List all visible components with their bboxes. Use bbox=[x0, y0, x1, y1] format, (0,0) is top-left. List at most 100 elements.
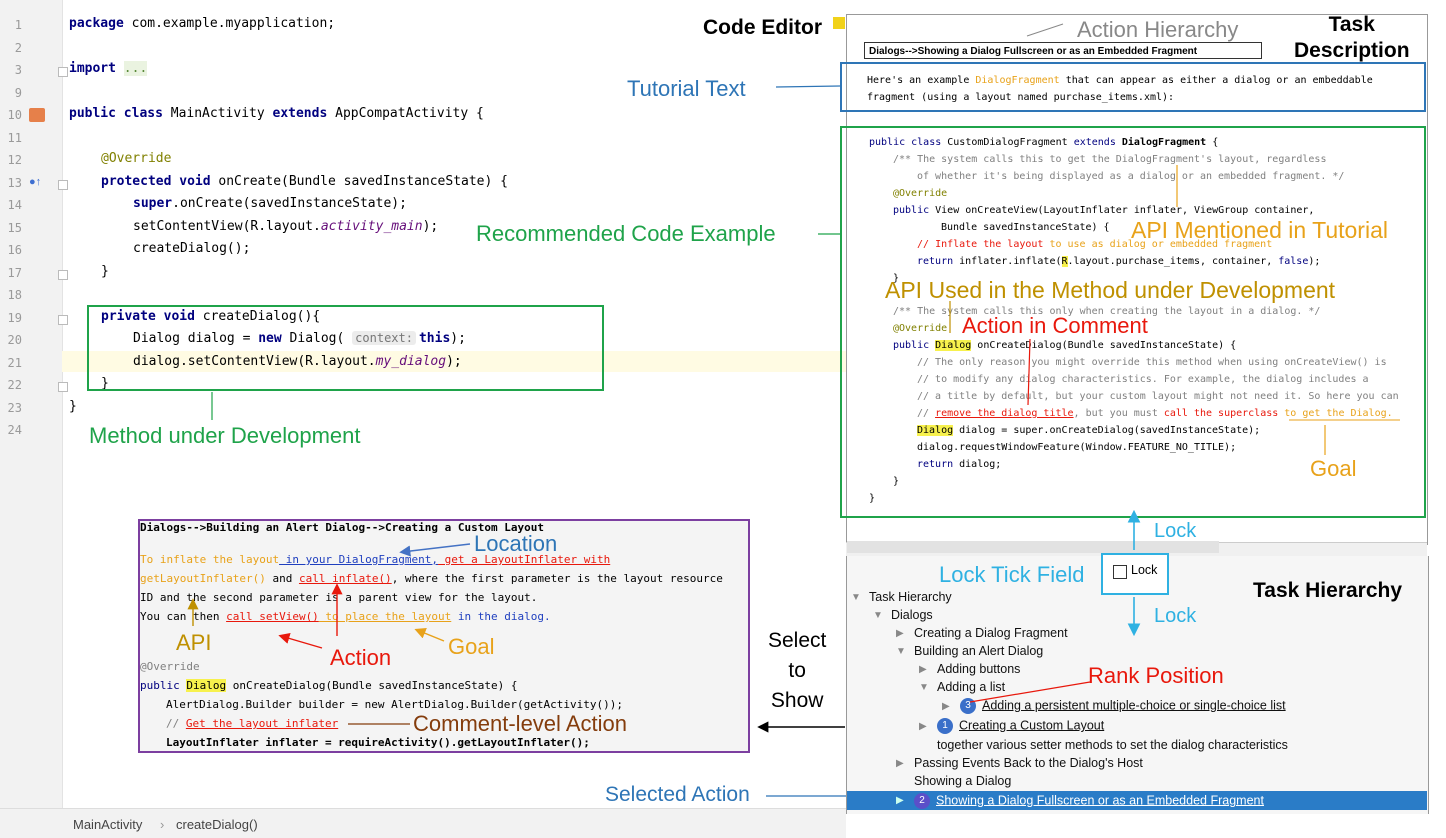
expand-arrow-icon[interactable]: ▶ bbox=[896, 628, 904, 639]
label-recommended-code: Recommended Code Example bbox=[476, 221, 776, 246]
tree-item[interactable]: together various setter methods to set t… bbox=[937, 738, 1288, 752]
fold-marker[interactable] bbox=[58, 180, 68, 190]
code-line[interactable]: super.onCreate(savedInstanceState); bbox=[133, 196, 407, 211]
label-task-hierarchy: Task Hierarchy bbox=[1253, 579, 1403, 602]
action-hierarchy-path: Dialogs-->Showing a Dialog Fullscreen or… bbox=[864, 42, 1262, 59]
line-number: 18 bbox=[7, 288, 22, 302]
label-goal: Goal bbox=[448, 634, 495, 659]
code-line[interactable]: @Override bbox=[101, 151, 172, 166]
tree-item[interactable]: Task Hierarchy bbox=[869, 590, 952, 604]
rec-code-line: return dialog; bbox=[917, 459, 1002, 470]
label-method-under-dev: Method under Development bbox=[89, 423, 361, 448]
code-line[interactable]: setContentView(R.layout.activity_main); bbox=[133, 219, 439, 234]
code-line[interactable]: dialog.setContentView(R.layout.my_dialog… bbox=[133, 354, 462, 369]
expand-arrow-icon[interactable]: ▶ bbox=[919, 721, 927, 732]
line-number: 12 bbox=[7, 153, 22, 167]
label-rank-position: Rank Position bbox=[1088, 663, 1224, 688]
line-number: 24 bbox=[7, 423, 22, 437]
line-number: 20 bbox=[7, 333, 22, 347]
breadcrumb-method[interactable]: createDialog() bbox=[176, 817, 258, 832]
code-line[interactable]: } bbox=[101, 376, 109, 391]
label-lock-tick-field: Lock Tick Field bbox=[939, 562, 1085, 587]
rank-badge: 1 bbox=[937, 718, 953, 734]
expand-arrow-icon[interactable]: ▶ bbox=[896, 795, 904, 806]
collapse-arrow-icon[interactable]: ▼ bbox=[919, 682, 929, 693]
popup-code-line: LayoutInflater inflater = requireActivit… bbox=[166, 736, 590, 749]
line-number: 3 bbox=[14, 63, 22, 77]
popup-text-line: ID and the second parameter is a parent … bbox=[140, 591, 538, 604]
selected-task-popup bbox=[138, 519, 750, 753]
popup-code-line: // Get the layout inflater bbox=[166, 717, 339, 730]
label-api-mentioned: API Mentioned in Tutorial bbox=[1131, 217, 1388, 243]
breadcrumb-class[interactable]: MainActivity bbox=[73, 817, 143, 832]
code-line[interactable]: private void createDialog(){ bbox=[101, 309, 321, 324]
editor-gutter bbox=[0, 0, 63, 808]
class-run-icon[interactable] bbox=[29, 108, 45, 122]
code-line[interactable]: createDialog(); bbox=[133, 241, 251, 256]
code-line[interactable]: } bbox=[101, 264, 109, 279]
collapse-arrow-icon[interactable]: ▼ bbox=[873, 610, 883, 621]
selected-tree-row[interactable] bbox=[847, 791, 1427, 810]
tutorial-api: DialogFragment bbox=[975, 75, 1060, 86]
fold-marker[interactable] bbox=[58, 67, 68, 77]
rec-code-line: /** The system calls this to get the Dia… bbox=[893, 154, 1327, 165]
label-select-to-show: Select to Show bbox=[768, 629, 827, 712]
code-line[interactable]: public class MainActivity extends AppCom… bbox=[69, 106, 484, 121]
line-number: 11 bbox=[7, 131, 22, 145]
rec-code-line: // a title by default, but your custom l… bbox=[917, 391, 1399, 402]
label-action: Action bbox=[330, 645, 392, 670]
line-number: 14 bbox=[7, 198, 22, 212]
popup-text-line: You can then call setView() to place the… bbox=[140, 610, 551, 623]
breadcrumb-separator: › bbox=[160, 817, 165, 832]
rec-code-line: dialog.requestWindowFeature(Window.FEATU… bbox=[917, 442, 1237, 453]
tree-item-label: Adding a persistent multiple-choice or s… bbox=[982, 698, 1286, 713]
rec-code-line: of whether it's being displayed as a dia… bbox=[917, 171, 1345, 182]
tree-item[interactable]: Building an Alert Dialog bbox=[914, 644, 1044, 658]
collapse-arrow-icon[interactable]: ▼ bbox=[896, 646, 906, 657]
tree-item[interactable]: Passing Events Back to the Dialog's Host bbox=[914, 756, 1143, 770]
expand-arrow-icon[interactable]: ▶ bbox=[896, 758, 904, 769]
line-number: 10 bbox=[7, 108, 22, 122]
rec-code-line: Bundle savedInstanceState) { bbox=[941, 222, 1110, 233]
label-selected-action: Selected Action bbox=[605, 783, 750, 806]
fold-marker[interactable] bbox=[58, 315, 68, 325]
horizontal-scrollbar[interactable] bbox=[847, 541, 1219, 553]
tree-item[interactable]: Showing a Dialog bbox=[914, 774, 1012, 788]
label-api-used: API Used in the Method under Development bbox=[885, 277, 1336, 303]
label-tutorial-text: Tutorial Text bbox=[627, 76, 746, 101]
code-line[interactable]: Dialog dialog = new Dialog( context:this… bbox=[133, 331, 466, 346]
line-number: 13 bbox=[7, 176, 22, 190]
tutorial-text-part: that can appear as either a dialog or an… bbox=[1059, 75, 1373, 86]
popup-code-line: @Override bbox=[140, 660, 200, 673]
label-api: API bbox=[176, 630, 212, 655]
task-description-panel bbox=[846, 14, 1428, 545]
fold-marker[interactable] bbox=[58, 382, 68, 392]
label-lock-top: Lock bbox=[1154, 520, 1197, 542]
lock-label: Lock bbox=[1131, 563, 1158, 577]
marker-icon bbox=[833, 17, 845, 29]
tree-item[interactable]: Adding buttons bbox=[937, 662, 1021, 676]
expand-arrow-icon[interactable]: ▶ bbox=[942, 701, 950, 712]
override-marker-icon[interactable]: ●↑ bbox=[29, 176, 42, 188]
lock-tick-field bbox=[1101, 553, 1169, 595]
collapse-arrow-icon[interactable]: ▼ bbox=[851, 592, 861, 603]
rec-code-line: } bbox=[893, 273, 900, 284]
tree-item[interactable]: Dialogs bbox=[891, 608, 933, 622]
rank-badge: 2 bbox=[914, 793, 930, 809]
code-line[interactable]: import ... bbox=[69, 61, 148, 76]
tree-item[interactable]: Adding a list bbox=[937, 680, 1006, 694]
lock-checkbox[interactable] bbox=[1113, 565, 1127, 579]
code-line[interactable]: package com.example.myapplication; bbox=[69, 16, 336, 31]
callout-lines bbox=[187, 23, 1400, 797]
tree-item[interactable]: Creating a Dialog Fragment bbox=[914, 626, 1068, 640]
fold-marker[interactable] bbox=[58, 270, 68, 280]
label-task-description: Task Description bbox=[1294, 13, 1410, 62]
expand-arrow-icon[interactable]: ▶ bbox=[919, 664, 927, 675]
label-code-editor: Code Editor bbox=[703, 16, 822, 39]
code-line[interactable]: protected void onCreate(Bundle savedInst… bbox=[101, 174, 508, 189]
code-line[interactable]: } bbox=[69, 399, 77, 414]
tree-item-ranked-selected[interactable]: 2 Showing a Dialog Fullscreen or as an Em… bbox=[914, 793, 1264, 809]
tree-item-label: Showing a Dialog Fullscreen or as an Emb… bbox=[936, 793, 1264, 808]
method-under-development-box bbox=[87, 305, 604, 391]
